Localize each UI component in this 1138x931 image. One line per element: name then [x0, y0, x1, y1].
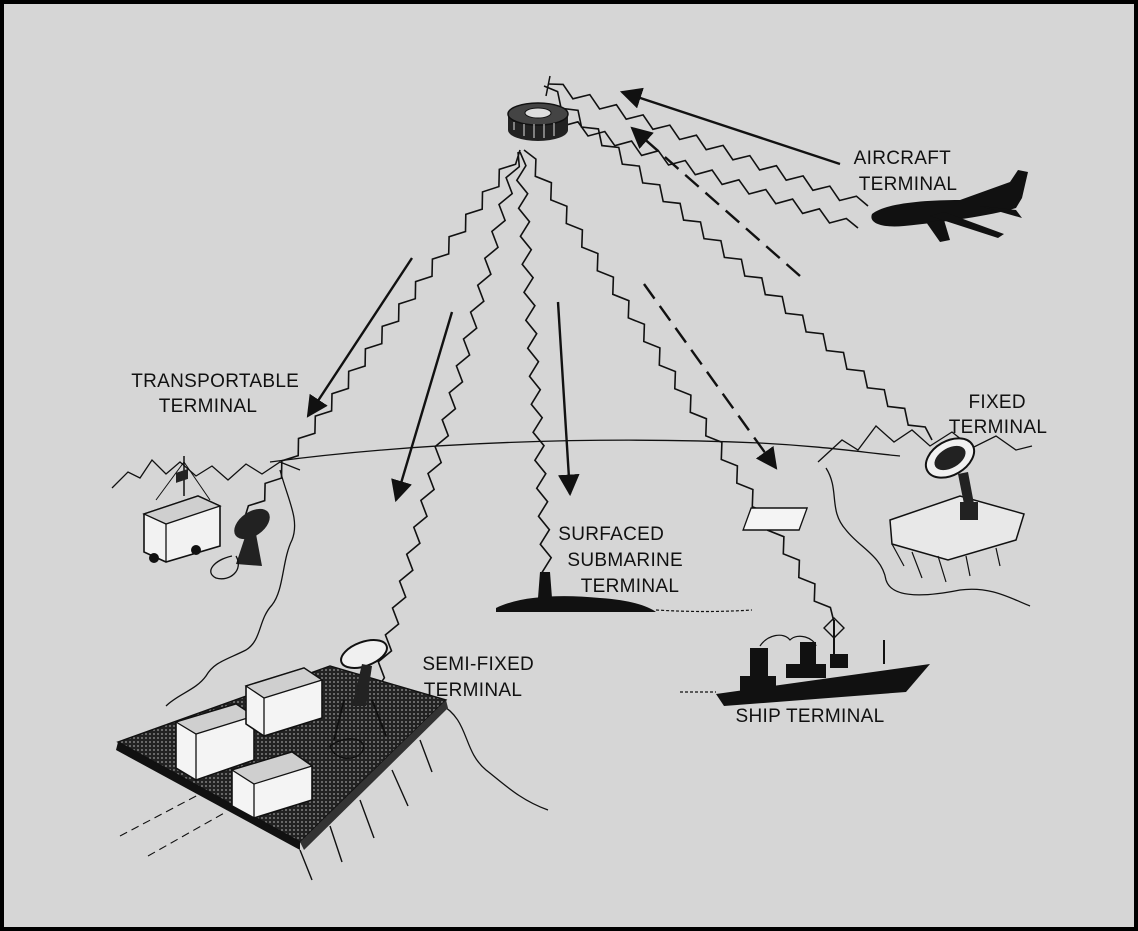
beam-transportable: [243, 149, 521, 521]
signal-arrows: [306, 87, 841, 503]
left-coastline: [165, 469, 296, 707]
cliff-coastline: [439, 703, 549, 811]
right-mountains: [817, 425, 1033, 463]
arrow-down-ship: [643, 283, 778, 470]
fixed-terminal-icon: [742, 437, 1025, 583]
aircraft-icon: [871, 170, 1028, 242]
satellite-icon: [507, 75, 569, 141]
submarine-icon: [496, 572, 753, 613]
beam-ship: [523, 149, 835, 623]
arrow-down-aircraft: [630, 126, 801, 277]
semi-fixed-terminal-label: SEMI-FIXED TERMINAL: [422, 654, 539, 701]
ship-terminal-label: SHIP TERMINAL: [736, 706, 885, 727]
semi-fixed-terminal-icon: [116, 639, 448, 881]
transmission-beams: [243, 83, 933, 691]
beam-fixed: [543, 85, 933, 441]
transportable-terminal-icon: [142, 456, 270, 580]
horizon-line: [269, 439, 901, 463]
beam-semi-fixed: [375, 151, 521, 691]
ship-icon: [680, 617, 930, 706]
arrow-down-transportable: [306, 257, 414, 418]
labels: AIRCRAFT TERMINAL TRANSPORTABLE TERMINAL…: [131, 148, 1047, 727]
left-mountains: [111, 458, 301, 489]
aircraft-terminal-label: AIRCRAFT TERMINAL: [854, 148, 958, 195]
arrow-down-submarine: [556, 301, 580, 497]
beam-aircraft-b: [535, 111, 859, 229]
beam-aircraft-a: [547, 83, 869, 207]
fixed-terminal-label: FIXED TERMINAL: [949, 392, 1047, 438]
arrow-down-semi-fixed: [391, 311, 454, 503]
transportable-terminal-label: TRANSPORTABLE TERMINAL: [131, 371, 305, 417]
submarine-terminal-label: SURFACED SUBMARINE TERMINAL: [558, 524, 688, 597]
beam-submarine: [515, 151, 553, 587]
arrow-up-aircraft: [619, 87, 841, 166]
terrain: [111, 425, 1033, 811]
right-coastline: [825, 467, 1031, 607]
